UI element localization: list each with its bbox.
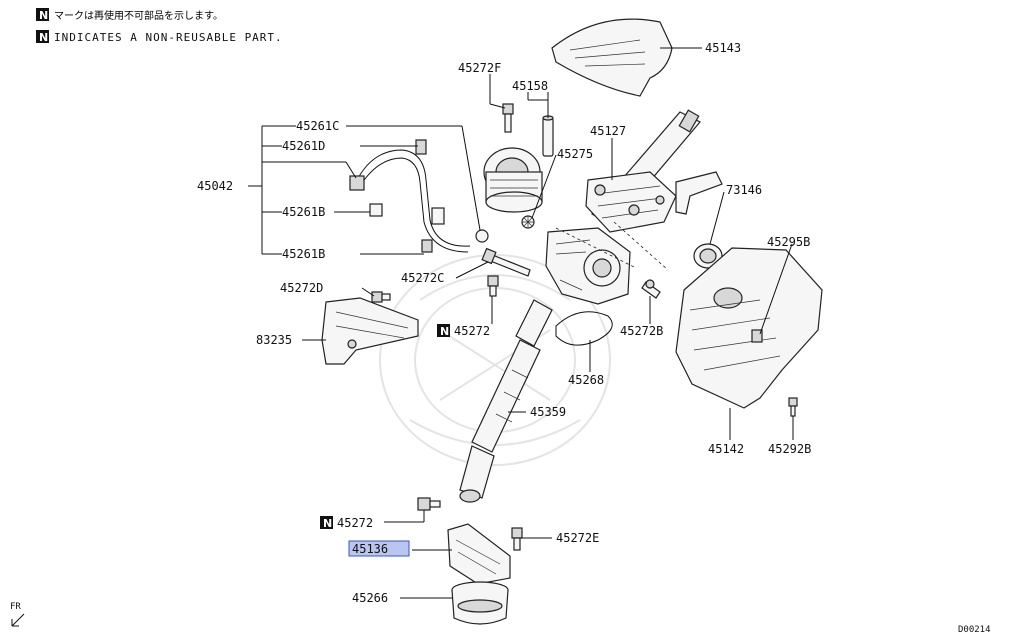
- bolt-45272E: [511, 527, 523, 551]
- bolt-45272F: [502, 103, 514, 133]
- non-reusable-note-jp: N マークは再使用不可部品を示します。: [36, 8, 223, 22]
- intermediate-shaft-45359: [459, 299, 553, 503]
- label-45295B[interactable]: 45295B: [767, 235, 810, 249]
- label-45127[interactable]: 45127: [590, 124, 626, 138]
- bracket-83235: [321, 297, 419, 365]
- diagram-code: D00214: [958, 625, 991, 635]
- label-45261C[interactable]: 45261C: [296, 119, 339, 133]
- screw-45292B: [788, 397, 798, 417]
- label-45261D[interactable]: 45261D: [282, 139, 325, 153]
- label-45143[interactable]: 45143: [705, 41, 741, 55]
- label-45272-upper[interactable]: 45272: [454, 324, 490, 338]
- bolt-45272D: [371, 291, 391, 303]
- part-labels: 45143 45272F 45158 45261C 45127 45261D 4…: [197, 41, 811, 605]
- label-45158[interactable]: 45158: [512, 79, 548, 93]
- front-direction-marker: FR: [10, 602, 25, 627]
- label-45359[interactable]: 45359: [530, 405, 566, 419]
- note-english: INDICATES A NON-REUSABLE PART.: [54, 31, 283, 44]
- note-badge-2: N: [39, 31, 48, 44]
- leader-lines: [248, 47, 794, 599]
- label-45142[interactable]: 45142: [708, 442, 744, 456]
- label-45272F[interactable]: 45272F: [458, 61, 501, 75]
- arrow-icon: [11, 613, 25, 627]
- band-45268: [555, 311, 613, 346]
- seal-45266: [451, 581, 509, 625]
- label-45292B[interactable]: 45292B: [768, 442, 811, 456]
- label-45136-highlight: [348, 540, 410, 557]
- label-45136[interactable]: 45136: [352, 542, 388, 556]
- wiring-harness-45042: [349, 139, 489, 253]
- label-45272B[interactable]: 45272B: [620, 324, 663, 338]
- note-badge-1: N: [39, 9, 48, 22]
- label-45266[interactable]: 45266: [352, 591, 388, 605]
- label-45272D[interactable]: 45272D: [280, 281, 323, 295]
- badge-45272-lower: N: [323, 517, 332, 530]
- label-45042[interactable]: 45042: [197, 179, 233, 193]
- label-45261B-upper[interactable]: 45261B: [282, 205, 325, 219]
- bolt-45272-upper: [487, 275, 499, 297]
- direction-label: FR: [10, 602, 21, 612]
- bolt-45272B: [641, 279, 661, 299]
- note-japanese: マークは再使用不可部品を示します。: [54, 9, 223, 22]
- gear-housing: [545, 227, 631, 305]
- gear-45275: [521, 215, 535, 229]
- steering-column-45127: [585, 109, 723, 233]
- label-45268[interactable]: 45268: [568, 373, 604, 387]
- label-45272C[interactable]: 45272C: [401, 271, 444, 285]
- badge-45272-upper: N: [440, 325, 449, 338]
- non-reusable-note-en: N INDICATES A NON-REUSABLE PART.: [36, 30, 283, 44]
- label-45272E[interactable]: 45272E: [556, 531, 599, 545]
- pin-45158: [542, 115, 554, 157]
- lower-column-cover-45142: [675, 247, 823, 409]
- upper-column-cover-45143: [551, 18, 673, 97]
- bolt-45272C: [481, 247, 531, 277]
- bolt-45272-lower: [417, 497, 441, 511]
- motor-unit: [483, 147, 543, 213]
- boot-45136: [447, 523, 511, 585]
- label-73146[interactable]: 73146: [726, 183, 762, 197]
- label-83235[interactable]: 83235: [256, 333, 292, 347]
- label-45261B-lower[interactable]: 45261B: [282, 247, 325, 261]
- label-45275[interactable]: 45275: [557, 147, 593, 161]
- label-45272-lower[interactable]: 45272: [337, 516, 373, 530]
